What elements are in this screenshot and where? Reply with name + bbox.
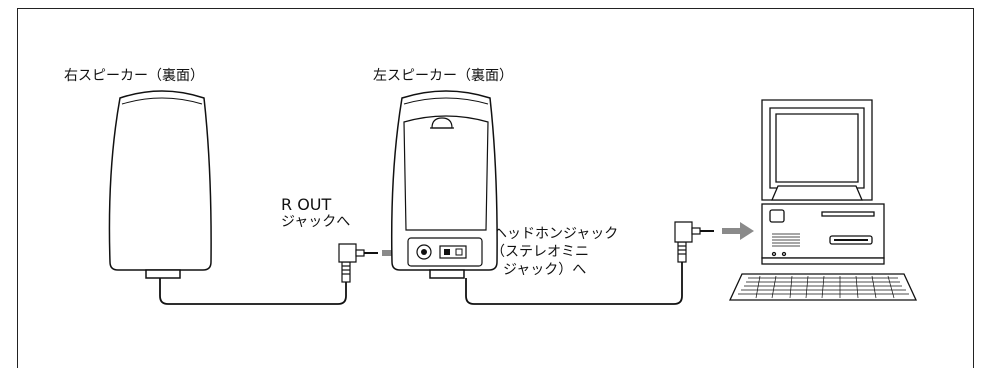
stereo-mini-plug-icon	[674, 221, 714, 263]
right-speaker-label: 右スピーカー（裏面）	[64, 68, 204, 84]
rout-jack-label: ジャックへ	[281, 214, 351, 230]
right-speaker-cable	[159, 278, 347, 305]
connection-arrow-icon	[722, 222, 754, 240]
right-speaker-icon	[108, 90, 212, 279]
stereo-mini-plug-icon	[338, 243, 378, 283]
left-speaker-cable	[465, 262, 683, 305]
rout-label: R OUT	[281, 195, 332, 214]
diagram-frame	[17, 8, 974, 368]
headphone-jack-label: ヘッドホンジャック	[493, 226, 619, 242]
left-speaker-icon	[390, 90, 498, 279]
jack-to-label: ジャック）へ	[503, 262, 587, 278]
connection-diagram	[108, 90, 918, 305]
desktop-computer-icon	[728, 99, 918, 301]
left-speaker-label: 左スピーカー（裏面）	[373, 68, 513, 84]
stereo-mini-label: （ステレオミニ	[491, 244, 589, 260]
